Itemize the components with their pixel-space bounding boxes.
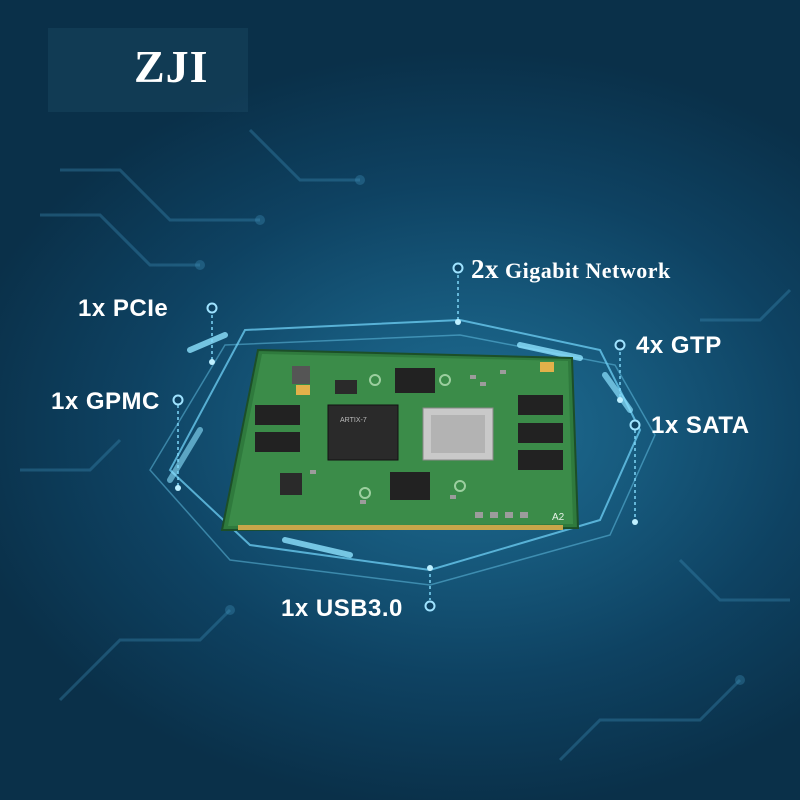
brand-logo: ZJI bbox=[134, 41, 209, 92]
memory-chip bbox=[518, 423, 563, 443]
memory-chip bbox=[518, 395, 563, 415]
memory-chip bbox=[255, 432, 300, 452]
circuit-traces bbox=[20, 128, 792, 762]
callout-leaders bbox=[177, 275, 636, 600]
memory-chip bbox=[395, 368, 435, 393]
memory-chip bbox=[390, 472, 430, 500]
crystal bbox=[540, 362, 554, 372]
callout-dots bbox=[172, 262, 641, 612]
callout-gigabit-network: 2x Gigabit Network bbox=[471, 254, 671, 285]
callout-network-text: Gigabit Network bbox=[505, 258, 671, 283]
callout-gpmc: 1x GPMC bbox=[51, 388, 160, 415]
fpga-chip bbox=[327, 404, 399, 461]
callout-anchors bbox=[175, 319, 638, 571]
circuit-nodes bbox=[195, 175, 745, 685]
memory-chip bbox=[518, 450, 563, 470]
logo-backdrop bbox=[48, 28, 248, 112]
callout-pcie: 1x PCIe bbox=[78, 295, 169, 322]
hexagon-frame bbox=[149, 318, 656, 586]
edge-connector bbox=[238, 525, 563, 530]
memory-chip bbox=[255, 405, 300, 425]
silkscreen-label: A2 bbox=[552, 512, 565, 523]
callout-gtp: 4x GTP bbox=[636, 332, 722, 359]
pcb-board: ARTIX-7 bbox=[220, 348, 580, 532]
callout-network-count: 2x bbox=[471, 254, 499, 284]
callout-sata: 1x SATA bbox=[651, 412, 750, 439]
chip-marking: ARTIX-7 bbox=[340, 417, 367, 424]
callout-usb: 1x USB3.0 bbox=[281, 595, 403, 622]
frame-glow-segments bbox=[167, 332, 633, 558]
